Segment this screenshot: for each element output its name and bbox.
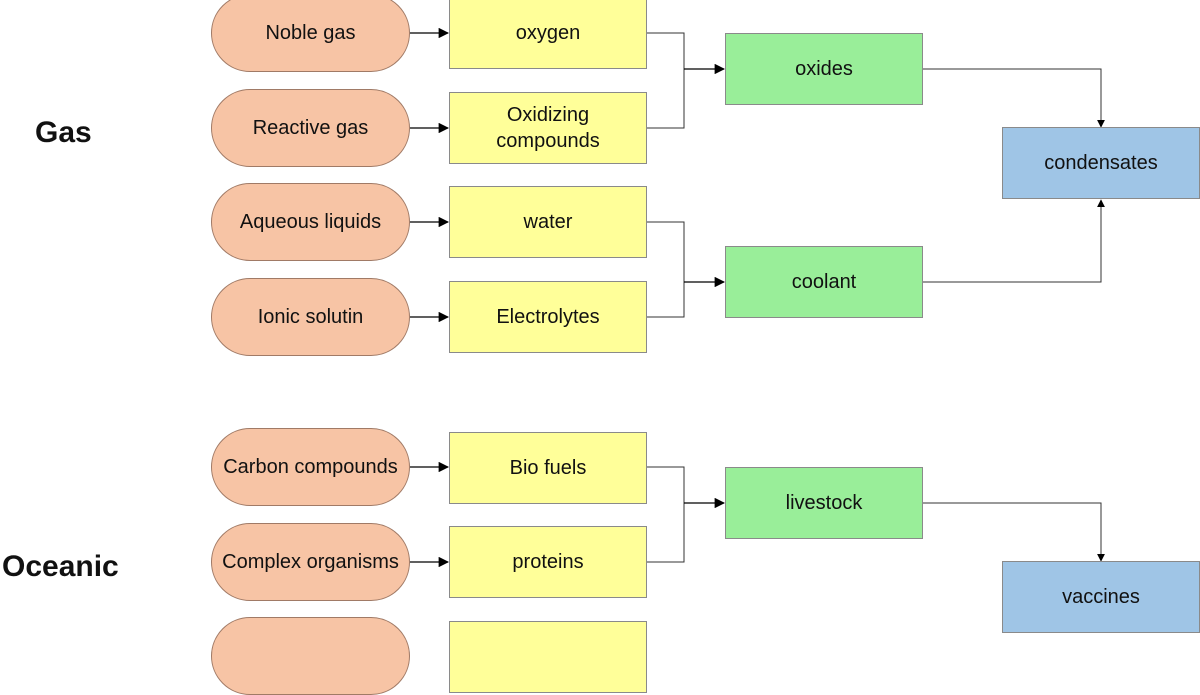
arrow-livestock-to-vaccines	[922, 502, 1105, 562]
merge-livestock: livestock	[725, 467, 923, 539]
connector-biofuels-to-livestock	[647, 466, 685, 503]
connector-layer	[410, 27, 1105, 568]
intermediate-proteins: proteins	[449, 526, 647, 598]
merge-coolant: coolant	[725, 246, 923, 318]
source-ionic-solutin: Ionic solutin	[211, 278, 410, 356]
arrow-coolant-to-condensates	[922, 199, 1105, 283]
section-label-gas: Gas	[35, 116, 92, 149]
intermediate-bio-fuels: Bio fuels	[449, 432, 647, 504]
source-aqueous-liquids: Aqueous liquids	[211, 183, 410, 261]
intermediate-oxidizing-compounds: Oxidizing compounds	[449, 92, 647, 164]
source-partial-bottom	[211, 617, 410, 695]
intermediate-oxygen: oxygen	[449, 0, 647, 69]
intermediate-water: water	[449, 186, 647, 258]
source-carbon-compounds: Carbon compounds	[211, 428, 410, 506]
source-complex-organisms: Complex organisms	[211, 523, 410, 601]
source-reactive-gas: Reactive gas	[211, 89, 410, 167]
merge-oxides: oxides	[725, 33, 923, 105]
section-label-oceanic: Oceanic	[2, 550, 119, 583]
source-noble-gas: Noble gas	[211, 0, 410, 72]
intermediate-partial-bottom	[449, 621, 647, 693]
connector-electrolytes-to-coolant	[647, 282, 685, 318]
connector-oxidizing-to-oxides	[647, 69, 685, 129]
target-vaccines: vaccines	[1002, 561, 1200, 633]
connector-water-to-coolant	[647, 221, 685, 282]
connector-oxygen-to-oxides	[647, 32, 685, 69]
target-condensates: condensates	[1002, 127, 1200, 199]
arrow-oxides-to-condensates	[922, 68, 1105, 128]
intermediate-electrolytes: Electrolytes	[449, 281, 647, 353]
connector-proteins-to-livestock	[647, 503, 685, 563]
